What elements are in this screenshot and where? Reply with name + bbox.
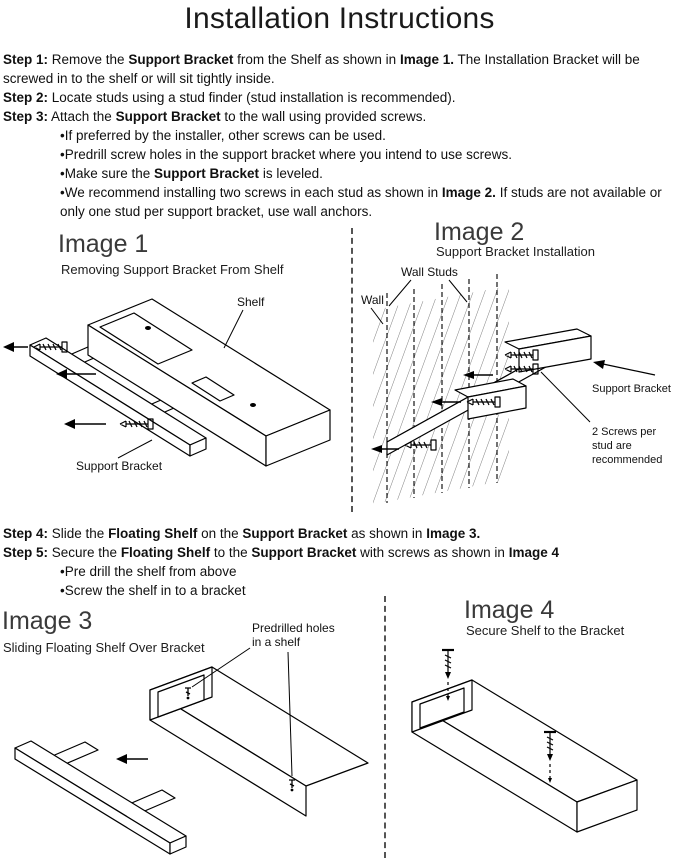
- step-4-label: Step 4:: [3, 526, 49, 541]
- support-bracket-label: Support Bracket: [592, 383, 671, 395]
- figure-3-heading: Image 3: [2, 607, 93, 635]
- screw-icon: [466, 396, 501, 408]
- shelf-open-end: [419, 687, 465, 729]
- figure-row1-divider: [351, 228, 353, 512]
- wall-studs-label-line: [388, 279, 412, 307]
- step-1-label: Step 1:: [3, 52, 49, 67]
- insert-arrow-icon: [463, 371, 493, 379]
- removal-arrow-icon: [3, 342, 28, 352]
- screw-icon: [33, 341, 68, 353]
- predrilled-hole-marker: [185, 687, 191, 700]
- step-3-bullet-4: •We recommend installing two screws in e…: [60, 185, 662, 219]
- screw-icon: [442, 648, 454, 701]
- bracket-arm-block: [504, 328, 592, 373]
- page-title: Installation Instructions: [184, 2, 495, 35]
- holes-label-line: [191, 647, 251, 688]
- support-bracket-label-arrow: [593, 360, 656, 376]
- step-5: Step 5: Secure the Floating Shelf to the…: [3, 545, 559, 560]
- screw-icon: [119, 418, 154, 430]
- wall-studs-label-line: [448, 279, 468, 303]
- step-2: Step 2: Locate studs using a stud finder…: [3, 90, 456, 105]
- image-1-diagram: Shelf Support Bracket: [3, 295, 331, 473]
- screws-note-line1: 2 Screws per: [592, 426, 657, 438]
- figure-row2-divider: [384, 596, 386, 858]
- image-4-diagram: [411, 648, 638, 833]
- holes-label-line: [287, 651, 293, 777]
- shelf-channel-slot: [99, 312, 193, 365]
- bracket-label-line: [117, 439, 153, 459]
- screw-icon: [404, 439, 437, 451]
- stud-lines: [386, 274, 498, 503]
- removal-arrow-icon: [56, 369, 96, 379]
- support-bracket-drawing: [14, 740, 187, 855]
- step-5-label: Step 5:: [3, 545, 49, 560]
- step-3-bullet-2: •Predrill screw holes in the support bra…: [60, 147, 512, 162]
- wall-surface: [373, 286, 509, 504]
- step-5-bullet-1: •Pre drill the shelf from above: [60, 564, 237, 579]
- shelf-drawing: [149, 666, 369, 817]
- slide-arrow-icon: [116, 754, 148, 764]
- step-1: Step 1: Remove the Support Bracket from …: [3, 52, 640, 86]
- screws-note-line3: recommended: [592, 454, 662, 466]
- shelf-open-end: [157, 674, 205, 718]
- removal-arrow-icon: [64, 419, 106, 429]
- shelf-label: Shelf: [237, 295, 265, 309]
- step-4: Step 4: Slide the Floating Shelf on the …: [3, 526, 481, 541]
- insert-arrow-icon: [371, 445, 399, 453]
- shelf-notch: [191, 376, 235, 402]
- bracket-arm-block: [454, 378, 527, 420]
- figure-1-subtitle: Removing Support Bracket From Shelf: [61, 262, 284, 277]
- screw-icon: [504, 363, 539, 375]
- predrilled-holes-label-line2: in a shelf: [252, 635, 301, 649]
- shelf-drawing: [87, 298, 331, 467]
- screw-hole: [250, 403, 256, 407]
- step-5-bullet-2: •Screw the shelf in to a bracket: [60, 583, 246, 598]
- step-3: Step 3: Attach the Support Bracket to th…: [3, 109, 427, 124]
- support-bracket-label: Support Bracket: [76, 459, 163, 473]
- shelf-label-line: [223, 309, 244, 349]
- step-2-label: Step 2:: [3, 90, 49, 105]
- predrilled-hole-marker: [289, 779, 295, 792]
- figure-2-heading: Image 2: [434, 218, 525, 246]
- wall-studs-label: Wall Studs: [401, 265, 458, 279]
- screws-note-line: [540, 371, 591, 423]
- wall-label: Wall: [361, 293, 384, 307]
- figure-4-subtitle: Secure Shelf to the Bracket: [466, 623, 625, 638]
- instructions-top: Step 1: Remove the Support Bracket from …: [3, 50, 676, 221]
- figure-4-heading: Image 4: [464, 596, 555, 624]
- wall-label-line: [370, 307, 384, 325]
- image-2-diagram: Wall Studs Wall Support Bracket 2 Screws…: [361, 265, 671, 504]
- figure-3-subtitle: Sliding Floating Shelf Over Bracket: [3, 640, 205, 655]
- step-3-bullet-1: •If preferred by the installer, other sc…: [60, 128, 386, 143]
- figure-1-heading: Image 1: [58, 230, 149, 258]
- screw-icon: [544, 730, 556, 783]
- figure-2-subtitle: Support Bracket Installation: [436, 244, 595, 259]
- insert-arrow-icon: [431, 398, 461, 406]
- step-3-label: Step 3:: [3, 109, 49, 124]
- instructions-bottom: Step 4: Slide the Floating Shelf on the …: [3, 524, 676, 600]
- step-3-bullet-3: •Make sure the Support Bracket is levele…: [60, 166, 323, 181]
- shelf-drawing: [411, 679, 638, 833]
- screw-icon: [504, 349, 539, 361]
- screws-note-line2: stud are: [592, 440, 632, 452]
- predrilled-holes-label-line1: Predrilled holes: [252, 621, 335, 635]
- image-3-diagram: Predrilled holes in a shelf: [14, 621, 369, 855]
- screw-hole: [145, 326, 151, 330]
